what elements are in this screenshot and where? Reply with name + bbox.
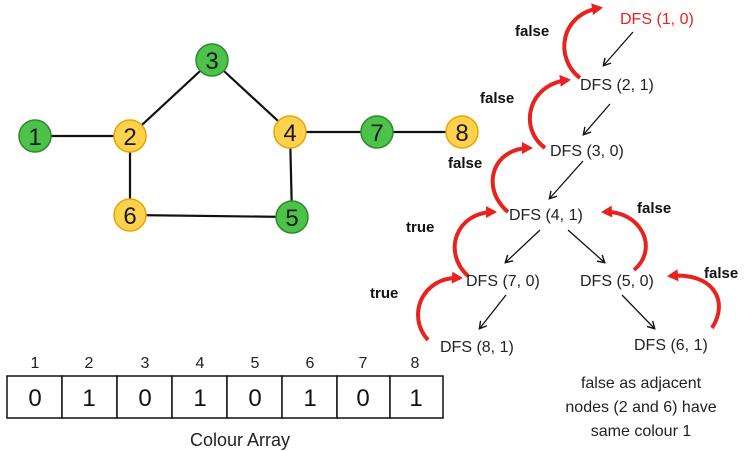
note-line-2: nodes (2 and 6) have (565, 399, 716, 416)
return-arrow-7-4 (452, 206, 497, 278)
graph-node-3: 3 (195, 43, 229, 77)
dfs-call-8-1: DFS (8, 1) (440, 339, 514, 356)
array-value: 0 (28, 385, 41, 412)
array-index: 7 (359, 355, 368, 372)
dfs-call-5-0: DFS (5, 0) (580, 273, 654, 290)
return-arrow-5-4 (601, 205, 648, 272)
return-label-6: true (370, 285, 398, 302)
dfs-call-3-0: DFS (3, 0) (550, 143, 624, 160)
dfs-call-arrows (478, 31, 656, 330)
return-label-4: true (406, 219, 434, 236)
array-index: 4 (196, 355, 205, 372)
call-arrow-2-3 (582, 103, 611, 136)
dfs-call-2-1: DFS (2, 1) (580, 77, 654, 94)
array-value: 1 (193, 385, 206, 412)
conflict-note: false as adjacent nodes (2 and 6) have s… (565, 375, 716, 440)
array-cell (389, 375, 444, 419)
return-label-3: false (448, 155, 482, 172)
array-cell (281, 375, 338, 419)
call-arrow-5-6 (621, 294, 656, 330)
node-label: 3 (205, 48, 218, 75)
note-line-1: false as adjacent (581, 375, 702, 392)
array-index: 2 (85, 355, 94, 372)
array-cell (226, 375, 283, 419)
array-value: 0 (138, 385, 151, 412)
return-arrow-2-1 (562, 3, 603, 80)
node-label: 6 (123, 203, 136, 230)
dfs-call-4-1: DFS (4, 1) (509, 207, 583, 224)
return-label-5: false (637, 200, 671, 217)
edge-6-5 (129, 213, 293, 219)
array-value: 0 (248, 385, 261, 412)
array-index: 8 (411, 355, 420, 372)
edge-2-3 (129, 59, 213, 137)
dfs-call-1-0: DFS (1, 0) (620, 11, 694, 28)
call-arrow-3-4 (548, 160, 584, 200)
colour-array-caption: Colour Array (190, 430, 290, 450)
node-label: 1 (28, 124, 41, 151)
colour-array-values: 0 1 0 1 0 1 0 1 (28, 385, 422, 412)
colour-array-cells (6, 375, 444, 419)
return-arrow-6-5 (667, 269, 721, 330)
graph-node-4: 4 (273, 115, 307, 149)
array-index: 5 (251, 355, 260, 372)
graph-node-2: 2 (113, 119, 147, 153)
call-arrow-4-7 (504, 229, 541, 264)
graph-edges (35, 59, 462, 219)
graph-node-5: 5 (275, 200, 309, 234)
array-index: 1 (31, 355, 40, 372)
node-label: 8 (455, 120, 468, 147)
array-value: 1 (409, 385, 422, 412)
node-label: 7 (370, 120, 383, 147)
array-value: 1 (303, 385, 316, 412)
array-cell (336, 375, 391, 419)
dfs-calls: DFS (1, 0) DFS (2, 1) DFS (3, 0) DFS (4,… (440, 11, 708, 356)
dfs-return-arrows (416, 3, 721, 342)
return-arrow-3-2 (527, 74, 571, 150)
note-line-3: same colour 1 (591, 423, 692, 440)
array-index: 6 (306, 355, 315, 372)
array-index: 3 (141, 355, 150, 372)
return-label-2: false (480, 90, 514, 107)
graph-node-6: 6 (113, 198, 147, 232)
return-label-1: false (515, 23, 549, 40)
colour-array: 1 2 3 4 5 6 7 8 0 1 0 1 0 1 0 1 (6, 355, 444, 450)
array-value: 0 (356, 385, 369, 412)
call-arrow-4-5 (567, 229, 606, 264)
colour-array-indices: 1 2 3 4 5 6 7 8 (31, 355, 420, 372)
return-label-7: false (704, 265, 738, 282)
node-label: 2 (123, 124, 136, 151)
dfs-call-7-0: DFS (7, 0) (466, 273, 540, 290)
node-label: 4 (283, 120, 296, 147)
graph-node-8: 8 (445, 115, 479, 149)
graph-node-7: 7 (360, 115, 394, 149)
dfs-call-6-1: DFS (6, 1) (634, 337, 708, 354)
call-arrow-7-8 (478, 294, 507, 330)
array-cell (6, 375, 63, 419)
graph-node-1: 1 (18, 119, 52, 153)
graph-nodes: 1 2 3 4 5 6 7 8 (18, 43, 479, 234)
return-arrow-4-3 (490, 142, 533, 214)
edge-3-4 (211, 59, 291, 133)
dfs-returns: false false false true false true false (370, 23, 738, 302)
return-arrow-8-7 (416, 271, 463, 342)
array-cell (116, 375, 173, 419)
array-value: 1 (82, 385, 95, 412)
call-arrow-1-2 (602, 31, 634, 67)
node-label: 5 (285, 205, 298, 232)
